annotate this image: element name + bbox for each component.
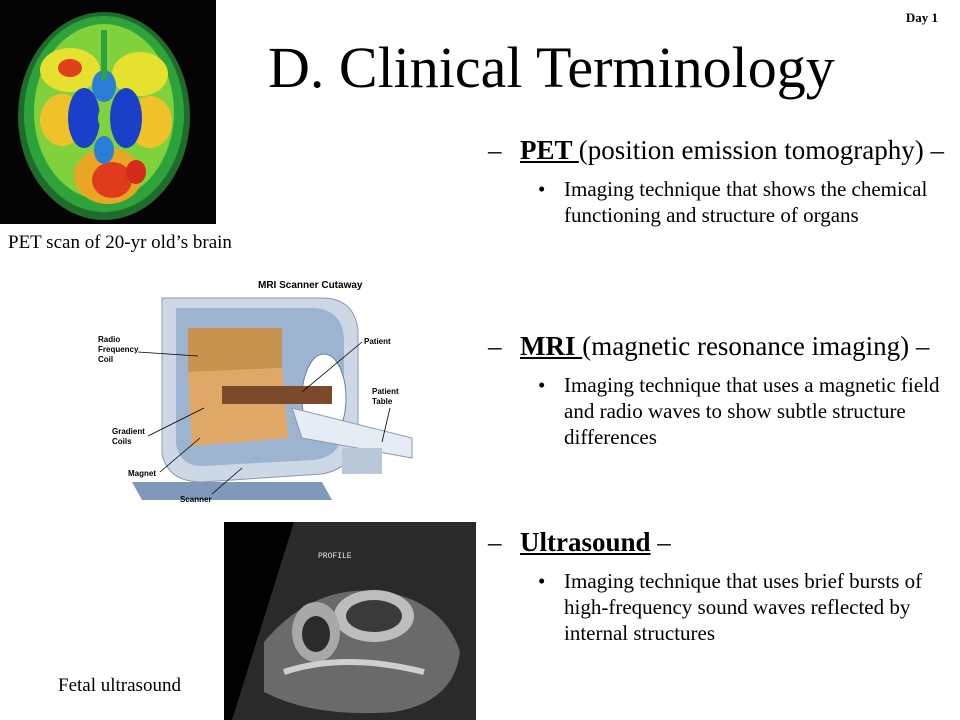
term-name: MRI [520,331,583,361]
term-dash: – [488,135,502,165]
term-heading: – PET (position emission tomography) – [488,134,948,166]
description-text: Imaging technique that shows the chemica… [564,177,928,227]
label-coils: Coils [112,437,132,446]
term-pet: – PET (position emission tomography) – •… [488,134,948,228]
term-dash: – [488,331,502,361]
term-description: • Imaging technique that shows the chemi… [488,176,948,228]
day-label: Day 1 [905,10,938,25]
term-mri: – MRI (magnetic resonance imaging) – • I… [488,330,948,450]
label-radio: Radio [98,335,120,344]
label-table: Table [372,397,393,406]
term-dash: – [488,527,502,557]
mri-scanner-diagram: MRI Scanner Cutaway Radio Frequency Coil… [92,268,424,508]
mri-diagram-title: MRI Scanner Cutaway [258,280,363,291]
description-text: Imaging technique that uses brief bursts… [564,569,923,645]
label-coil: Coil [98,355,113,364]
ultrasound-image: PROFILE [224,522,476,720]
term-ultrasound: – Ultrasound – • Imaging technique that … [488,526,948,646]
term-heading: – MRI (magnetic resonance imaging) – [488,330,948,362]
term-name: Ultrasound [520,527,651,557]
term-expansion: (position emission tomography) – [578,135,945,165]
ultrasound-caption: Fetal ultrasound [58,675,181,696]
term-heading: – Ultrasound – [488,526,948,558]
slide-title: D. Clinical Terminology [268,35,835,100]
bullet: • [538,373,546,397]
label-gradient: Gradient [112,427,145,436]
label-patient: Patient [364,337,391,346]
description-text: Imaging technique that uses a magnetic f… [564,373,940,449]
bullet: • [538,569,546,593]
pet-scan-image [0,0,216,224]
term-description: • Imaging technique that uses a magnetic… [488,372,948,450]
term-expansion: (magnetic resonance imaging) – [582,331,930,361]
bullet: • [538,177,546,201]
term-name: PET [520,135,579,165]
label-frequency: Frequency [98,345,139,354]
ultrasound-profile-text: PROFILE [318,552,352,561]
label-patient-2: Patient [372,387,399,396]
pet-caption: PET scan of 20-yr old’s brain [8,232,232,253]
label-scanner: Scanner [180,495,212,504]
term-description: • Imaging technique that uses brief burs… [488,568,948,646]
label-magnet: Magnet [128,469,156,478]
term-expansion: – [650,527,671,557]
